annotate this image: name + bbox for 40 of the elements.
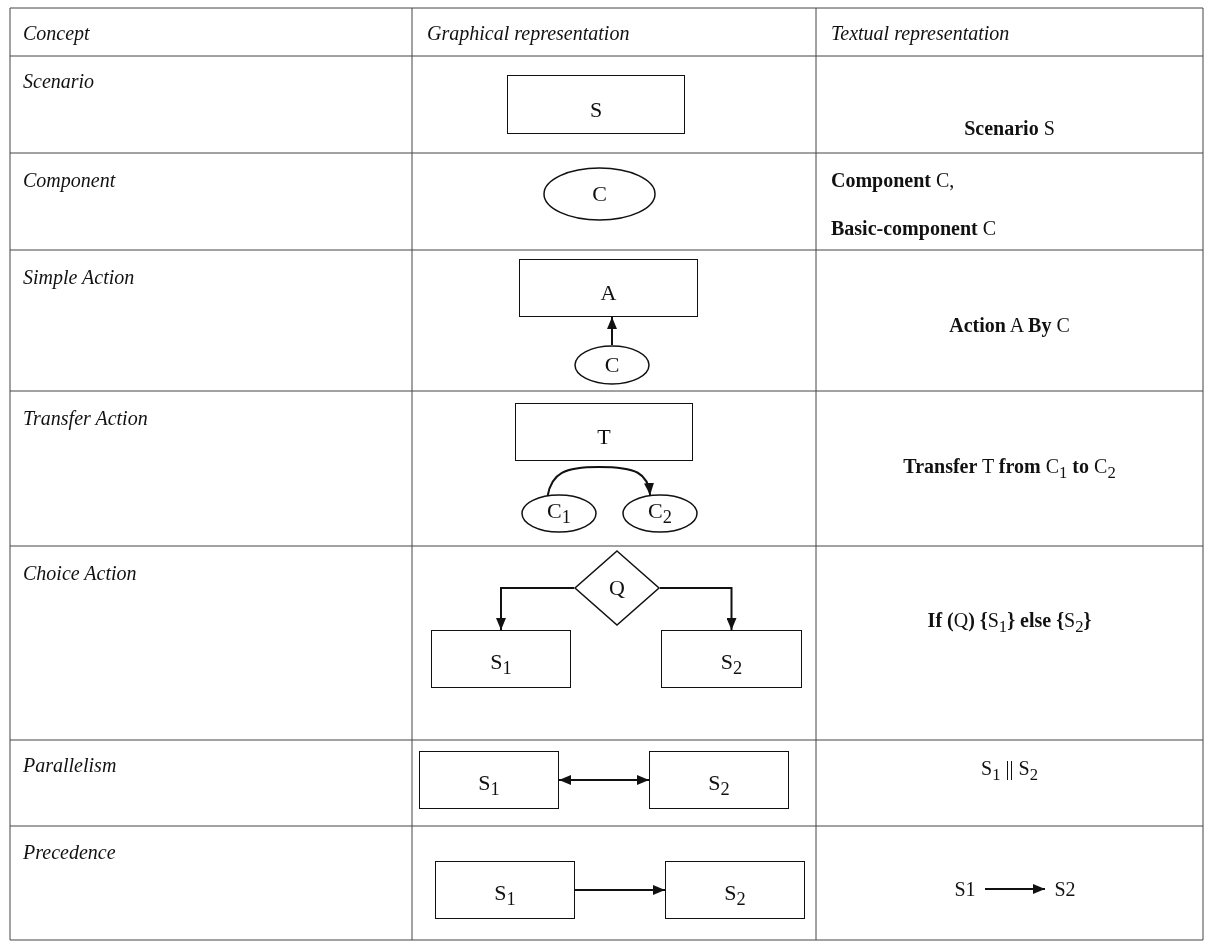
- column-header: Concept: [23, 22, 90, 44]
- column-header: Graphical representation: [427, 22, 630, 44]
- component-ellipse: C$_{1}$: [521, 494, 597, 533]
- concept-name: Choice Action: [23, 562, 137, 584]
- arrow: [558, 775, 650, 785]
- textual-notation: Transfer T from C$_{1}$ to C$_{2}$: [903, 455, 1116, 477]
- notation-text: S2: [1045, 876, 1085, 902]
- arrow: [546, 466, 654, 497]
- arrow: [607, 316, 617, 346]
- scenario-box: S: [507, 75, 685, 134]
- decision-diamond: Q: [574, 550, 660, 626]
- scenario-box: S$_{1}$: [435, 861, 575, 919]
- scenario-box: S$_{2}$: [665, 861, 805, 919]
- concept-name: Simple Action: [23, 266, 135, 288]
- component-ellipse: C: [574, 345, 650, 385]
- concept-name: Parallelism: [23, 754, 117, 776]
- textual-notation: Basic-component C: [831, 217, 996, 239]
- column-header: Textual representation: [831, 22, 1010, 44]
- arrow: [984, 884, 1046, 894]
- scenario-box: S$_{1}$: [419, 751, 559, 809]
- textual-notation: Component C,: [831, 169, 955, 191]
- action-box: T: [515, 403, 693, 461]
- scenario-box: S$_{2}$: [661, 630, 802, 688]
- component-ellipse: C: [543, 167, 656, 221]
- notation-text: S1: [945, 876, 985, 902]
- textual-notation: If (Q) {S$_{1}$} else {S$_{2}$}: [927, 609, 1092, 631]
- arrow: [496, 587, 575, 631]
- textual-notation: S$_{1}$ || S$_{2}$: [981, 757, 1038, 779]
- concept-name: Scenario: [23, 70, 95, 92]
- action-box: A: [519, 259, 698, 317]
- scenario-box: S$_{2}$: [649, 751, 789, 809]
- concept-name: Component: [23, 169, 116, 191]
- arrow: [574, 885, 666, 895]
- textual-notation: Action A By C: [949, 314, 1070, 336]
- textual-notation: Scenario S: [964, 117, 1055, 139]
- component-ellipse: C$_{2}$: [622, 494, 698, 533]
- concept-name: Transfer Action: [23, 407, 148, 429]
- scenario-box: S$_{1}$: [431, 630, 571, 688]
- concept-name: Precedence: [23, 841, 116, 863]
- arrow: [659, 587, 737, 631]
